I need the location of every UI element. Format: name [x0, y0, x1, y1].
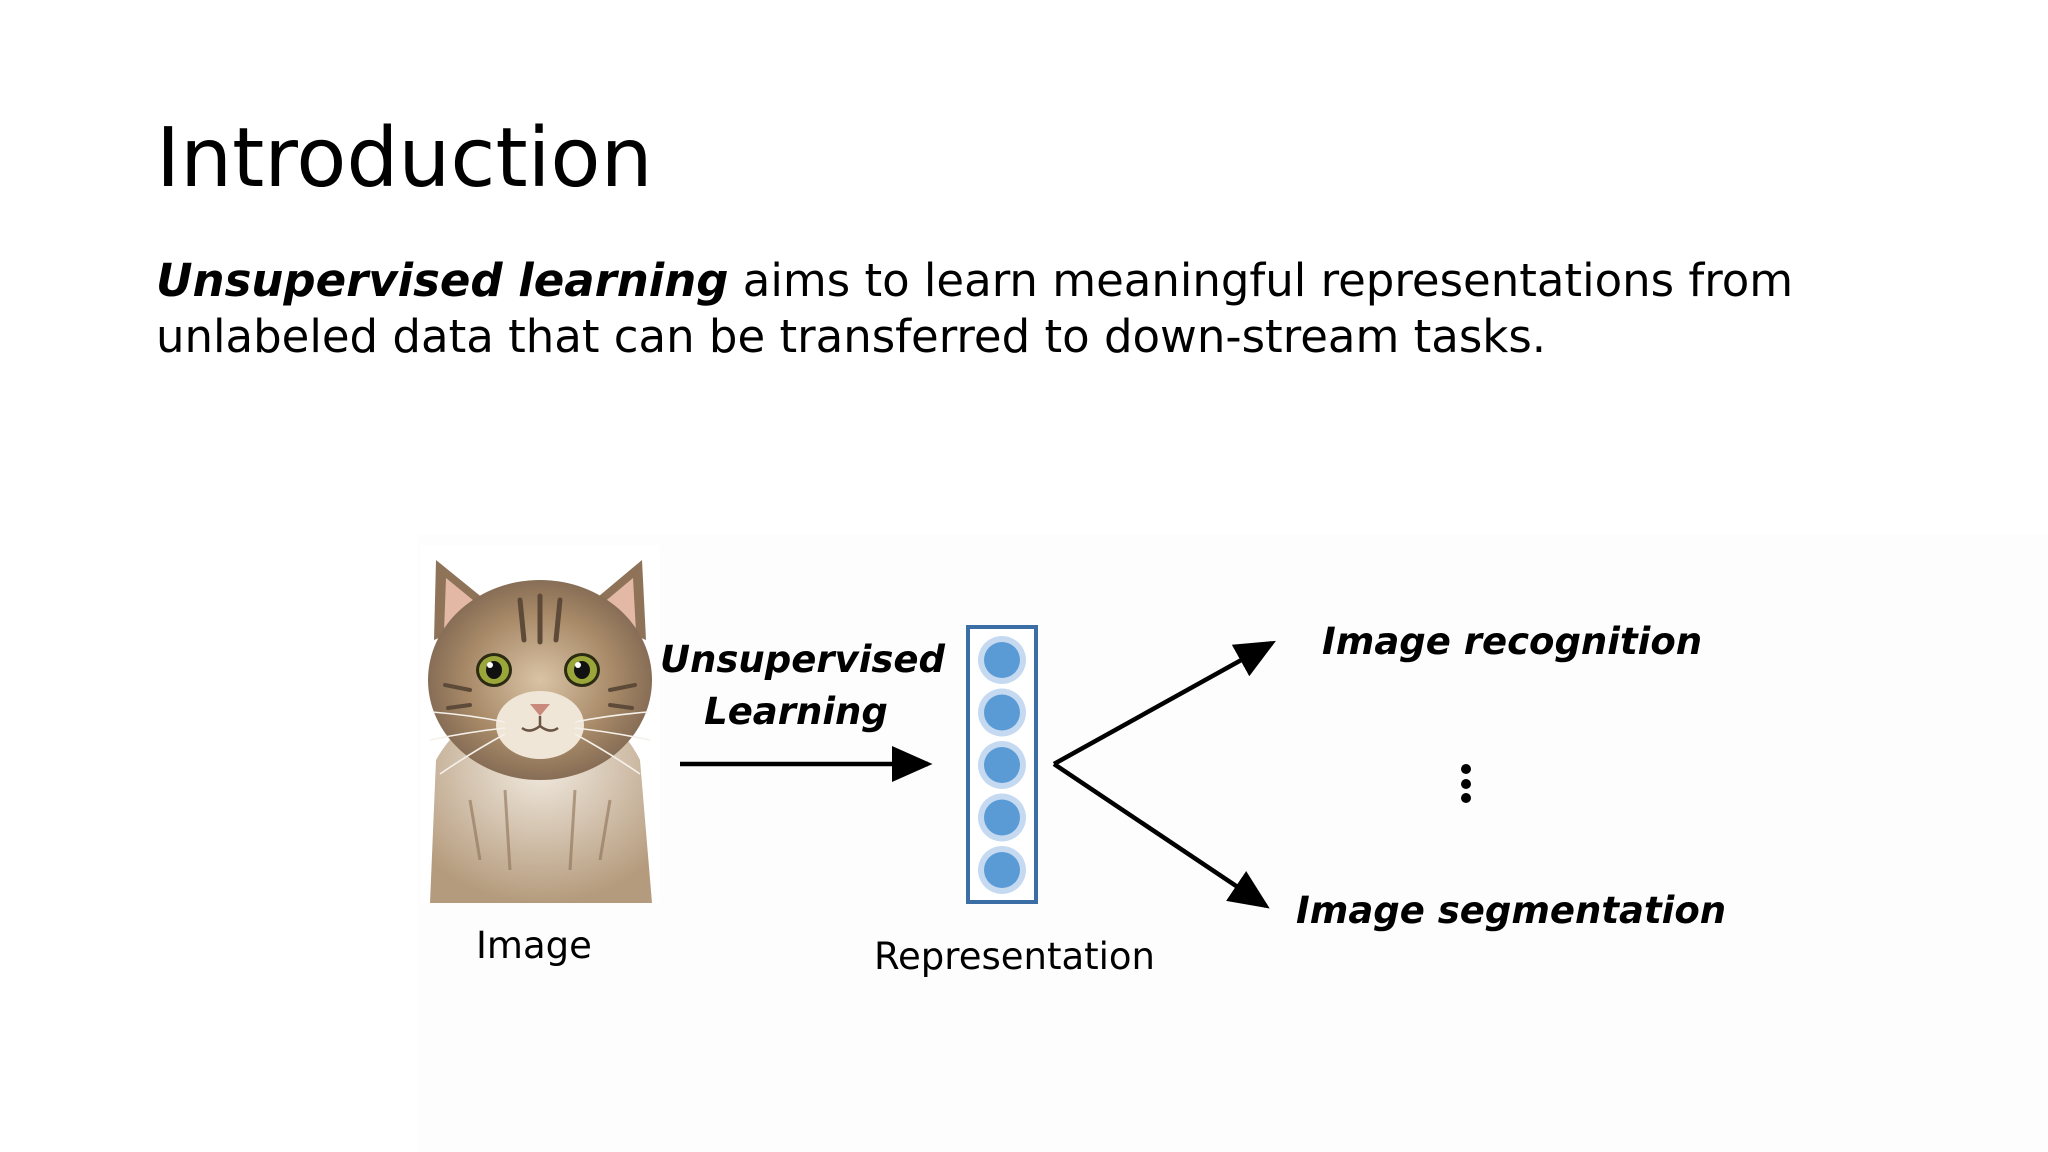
vector-nodes — [978, 636, 1026, 894]
task-segmentation-label: Image segmentation — [1296, 889, 1727, 932]
representation-vector — [966, 625, 1038, 904]
method-label-line1: Unsupervised — [660, 638, 945, 681]
vector-node — [984, 694, 1020, 731]
cat-image — [420, 545, 660, 903]
representation-label: Representation — [874, 935, 1156, 978]
image-label: Image — [476, 924, 592, 967]
body-rest: aims to learn meaningful representations… — [156, 254, 1794, 363]
task-recognition-label: Image recognition — [1322, 620, 1703, 663]
vector-node — [984, 747, 1020, 783]
slide-title: Introduction — [156, 111, 653, 206]
arrow-to-recognition — [1052, 640, 1276, 766]
body-emphasis: Unsupervised learning — [156, 254, 729, 307]
method-label-line2: Learning — [704, 690, 888, 733]
vector-node — [984, 642, 1020, 678]
method-label: Unsupervised Learning — [660, 634, 945, 738]
vector-node — [984, 799, 1020, 836]
vector-node — [984, 852, 1020, 888]
figure-background — [418, 535, 2048, 1152]
arrow-to-segmentation — [1052, 762, 1270, 909]
vertical-ellipsis-icon — [1461, 764, 1471, 803]
slide-body-text: Unsupervised learning aims to learn mean… — [156, 253, 1956, 365]
